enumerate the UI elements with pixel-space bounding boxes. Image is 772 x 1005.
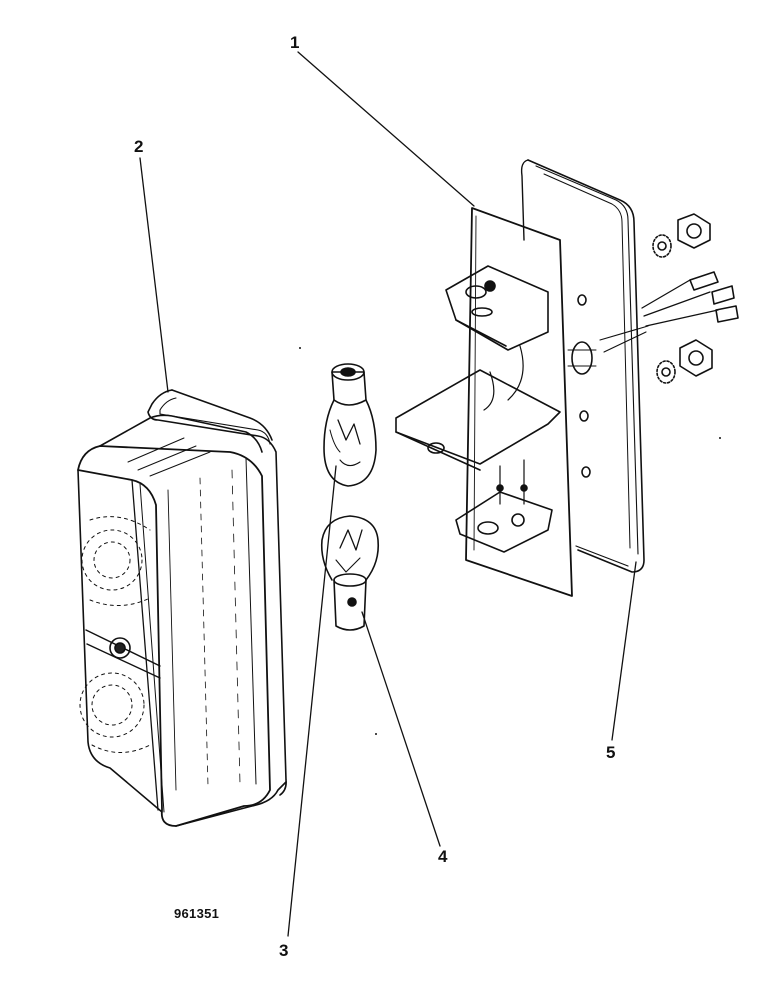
leader-lines [139, 51, 637, 937]
nut-lower [679, 339, 713, 377]
leader-line-5 [611, 561, 637, 741]
nut-upper [677, 213, 711, 249]
washer-upper [652, 234, 672, 258]
callout-2: 2 [134, 137, 144, 156]
leader-line-1 [297, 51, 475, 207]
bulb-lower [320, 515, 380, 631]
callout-5: 5 [606, 743, 616, 762]
callout-3: 3 [279, 941, 289, 960]
leader-line-2 [139, 157, 169, 393]
wire-connectors [599, 271, 739, 353]
leader-line-4 [361, 611, 441, 847]
gasket-plate [520, 159, 645, 573]
drawing-number: 961351 [174, 906, 220, 921]
callout-4: 4 [438, 847, 448, 866]
bulb-holder [395, 207, 591, 597]
lens-housing [77, 389, 287, 827]
bulb-upper [323, 363, 377, 487]
washer-lower [656, 360, 676, 384]
stray-marks [299, 347, 721, 735]
leader-line-3 [287, 465, 337, 937]
callout-1: 1 [290, 33, 300, 52]
